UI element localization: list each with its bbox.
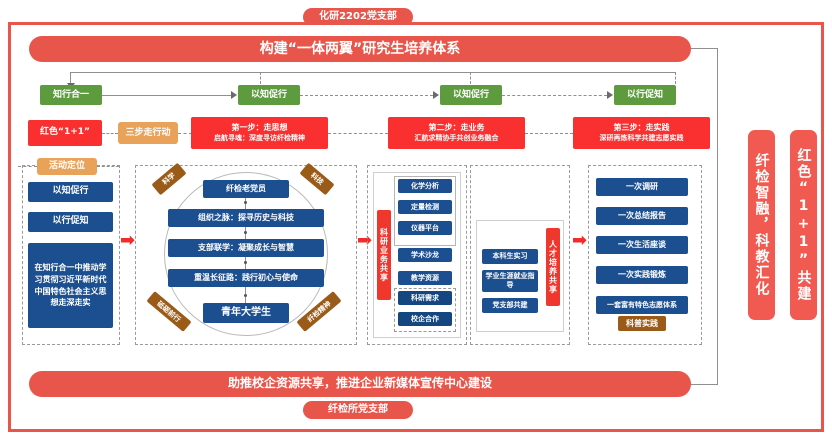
step-2-subtitle: 汇航求精协手共创业务融合: [414, 133, 499, 142]
practice-item-5: 一套富有特色志愿体系: [596, 296, 688, 314]
bus-horizontal: [70, 72, 675, 73]
arrow-center-to-research: ➡: [357, 230, 373, 251]
talent-item-3: 党支部共建: [482, 298, 538, 313]
center-node-1: 纤检老党员: [203, 180, 289, 198]
stage-connector-2: [300, 95, 433, 96]
center-chain-dot-1: [244, 201, 247, 204]
center-column-group: [135, 165, 357, 345]
side-label-inner: 纤检智融，科教汇化: [748, 130, 775, 320]
title-banner: 构建“一体两翼”研究生培养体系: [29, 36, 691, 62]
step-3-subtitle: 深研再炼科学共建志愿实践: [599, 133, 684, 142]
left-paragraph: 在知行合一中推动学习贯彻习近平新时代中国特色社会主义思想走深走实: [28, 243, 113, 328]
practice-item-4: 一次实践锻炼: [596, 266, 688, 284]
step-box-2: 第二步：走业务 汇航求精协手共创业务融合: [388, 117, 525, 149]
step-1-title: 第一步：走思想: [231, 123, 288, 133]
step2-step3-connector: [525, 133, 573, 134]
step-2-title: 第二步：走业务: [428, 123, 485, 133]
footer-banner: 助推校企资源共享，推进企业新媒体宣传中心建设: [29, 371, 691, 397]
action-box: 三步走行动: [118, 122, 178, 144]
bus-stub-left: [70, 72, 71, 84]
research-item-3: 仪器平台: [398, 221, 452, 235]
research-column-group: [367, 165, 467, 345]
step-3-title: 第三步：走实践: [613, 123, 670, 133]
practice-item-2: 一次总结报告: [596, 207, 688, 225]
route-footer-right: [691, 384, 718, 385]
bus-stub-mid2: [470, 72, 471, 84]
bus-stub-right: [675, 72, 676, 84]
left-header: 活动定位: [37, 158, 97, 175]
stage-box-2: 以知促行: [238, 85, 300, 105]
seed-box: 红色“1+1”: [28, 120, 102, 146]
route-title-right: [691, 48, 718, 49]
left-header-connector-l: [18, 166, 37, 167]
research-vertical-label: 科研业务共享: [377, 210, 391, 300]
seed-action-connector: [102, 133, 118, 134]
center-chain-dot-2: [244, 231, 247, 234]
left-item-2: 以行促知: [28, 212, 113, 232]
center-chain-dot-3: [244, 261, 247, 264]
talent-item-1: 本科生实习: [482, 249, 538, 264]
stage-connector-3: [502, 95, 607, 96]
center-node-5: 青年大学生: [203, 303, 289, 323]
stage-connector-1: [102, 95, 232, 96]
practice-column-group: [588, 165, 702, 345]
research-item-1: 化学分析: [398, 179, 452, 193]
research-item-6: 科研需求: [398, 291, 452, 305]
research-item-7: 校企合作: [398, 312, 452, 326]
route-right-vertical: [717, 48, 718, 385]
research-subgroup-2: [394, 288, 456, 332]
left-item-1: 以知促行: [28, 182, 113, 202]
top-badge: 化研2202党支部: [303, 8, 413, 26]
center-node-2: 组织之脉：探寻历史与科技: [168, 209, 324, 227]
arrow-left-to-center: ➡: [120, 230, 136, 251]
center-chain-dot-4: [244, 294, 247, 297]
action-step1-connector: [178, 133, 192, 134]
talent-vertical-label: 人才培养共享: [546, 228, 560, 306]
practice-item-1: 一次调研: [596, 178, 688, 196]
stage-arrow-1: [231, 91, 237, 99]
left-header-connector-r: [97, 166, 119, 167]
stage-arrow-2: [433, 91, 439, 99]
research-item-4: 学术沙龙: [398, 248, 452, 262]
center-node-3: 支部联学：凝聚成长与智慧: [168, 239, 324, 257]
practice-item-3: 一次生活座谈: [596, 236, 688, 254]
research-item-5: 教学资源: [398, 271, 452, 285]
bus-stub-mid: [260, 72, 261, 84]
stage-box-1: 知行合一: [40, 85, 102, 105]
stage-box-4: 以行促知: [614, 85, 676, 105]
stage-arrow-3: [607, 91, 613, 99]
talent-column-group: [470, 165, 570, 345]
side-label-outer: 红色“1+1”共建: [790, 130, 817, 320]
bottom-badge: 纤检所党支部: [303, 401, 413, 419]
step1-step2-connector: [328, 133, 388, 134]
center-node-4: 重温长征路：践行初心与使命: [168, 269, 324, 287]
talent-item-2: 学业生涯就业指导: [482, 270, 538, 292]
arrow-talent-to-practice: ➡: [572, 230, 588, 251]
step-box-1: 第一步：走思想 启航寻魂：深度寻访纤检精神: [191, 117, 328, 149]
center-circle: [164, 172, 328, 336]
research-item-2: 定量检测: [398, 200, 452, 214]
stage-box-3: 以知促行: [440, 85, 502, 105]
step-box-3: 第三步：走实践 深研再炼科学共建志愿实践: [573, 117, 710, 149]
step-1-subtitle: 启航寻魂：深度寻访纤检精神: [214, 133, 305, 142]
practice-tag: 科普实践: [618, 316, 666, 331]
